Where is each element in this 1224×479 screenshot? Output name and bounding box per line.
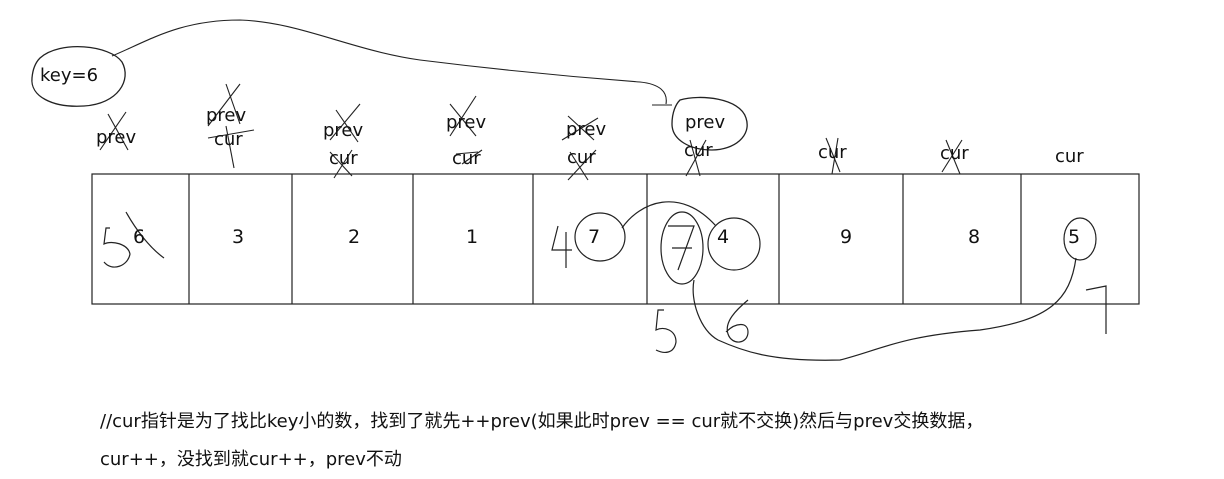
prev-label-crossed: prev — [446, 112, 487, 133]
prev-bubble — [671, 96, 748, 151]
prev-label-crossed: prev — [206, 105, 247, 126]
cur-label-crossed: cur — [818, 142, 847, 163]
array-cell-value: 4 — [716, 226, 730, 248]
array-cell-value: 1 — [465, 226, 479, 248]
array-cell-value: 8 — [967, 226, 981, 248]
cur-label-crossed: cur — [329, 148, 358, 169]
cur-label-crossed: cur — [214, 129, 243, 150]
key-label: key=6 — [40, 65, 99, 86]
prev-label-crossed: prev — [566, 119, 607, 140]
note-line-2: cur++，没找到就cur++，prev不动 — [100, 449, 402, 470]
cell-scribbles — [103, 201, 1107, 361]
array-cell-value: 7 — [587, 226, 601, 248]
array-dividers — [188, 174, 1022, 304]
array-cell-value: 3 — [231, 226, 245, 248]
key-bubble — [31, 46, 126, 107]
array-cell-value: 9 — [839, 226, 853, 248]
array-cell-value: 2 — [347, 226, 361, 248]
array-cell-value: 5 — [1067, 226, 1081, 248]
prev-label-crossed: prev — [323, 120, 364, 141]
prev-label-crossed: prev — [96, 127, 137, 148]
prev-label-current: prev — [685, 112, 726, 133]
cur-label-crossed: cur — [940, 143, 969, 164]
cross-marks — [99, 83, 963, 181]
key-connector-line — [111, 19, 667, 105]
cur-label-crossed: cur — [452, 148, 481, 169]
cur-label-current: cur — [1055, 146, 1084, 167]
cur-label-crossed: cur — [567, 147, 596, 168]
array-frame — [91, 173, 1140, 305]
array-cell-value: 6 — [132, 226, 146, 248]
cur-label-crossed: cur — [684, 140, 713, 161]
note-line-1: //cur指针是为了找比key小的数，找到了就先++prev(如果此时prev … — [100, 411, 984, 432]
